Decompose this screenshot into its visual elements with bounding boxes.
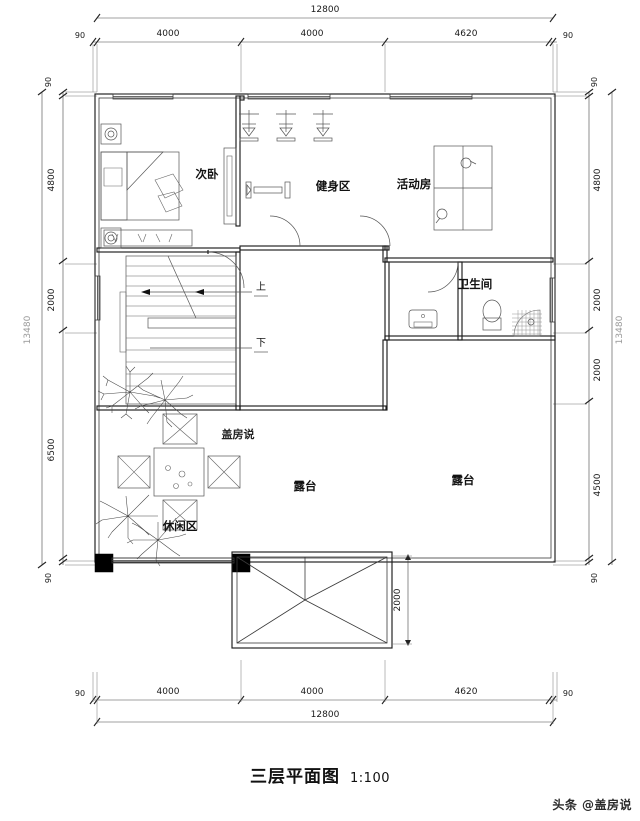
dim-bottom-seg-0: 90 [75, 689, 85, 698]
gym-equipment [239, 110, 333, 199]
column-left [94, 553, 114, 573]
top-dimension-chain: 12800 90 4000 4000 4620 90 [75, 5, 573, 92]
dim-left-seg-3: 6500 [47, 438, 57, 461]
canopy-roof: 2000 [231, 551, 412, 649]
room-label-gym: 健身区 [316, 179, 351, 193]
dim-top-total: 12800 [311, 5, 340, 15]
room-label-bedroom2: 次卧 [196, 167, 219, 181]
drawing-title: 三层平面图 [250, 767, 341, 787]
room-label-terrace2: 露台 [452, 473, 475, 487]
playroom-table [433, 145, 493, 231]
dim-top-seg-3: 4620 [455, 29, 478, 39]
terrace-rail [111, 557, 235, 564]
dim-top-seg-1: 4000 [157, 29, 180, 39]
room-label-playroom: 活动房 [397, 177, 432, 191]
dim-left-seg-1: 4800 [47, 168, 57, 191]
dim-right-seg-3: 2000 [593, 358, 603, 381]
dim-right-total: 13480 [615, 315, 625, 344]
window-right-wall [549, 277, 556, 323]
windows-top-wall [112, 93, 473, 100]
bathroom-fixtures [408, 299, 542, 337]
drawing-scale: 1:100 [350, 771, 390, 786]
dim-left-total: 13480 [23, 315, 33, 344]
dim-bottom-seg-1: 4000 [157, 687, 180, 697]
terrace-columns [94, 553, 251, 573]
terrace-plants [95, 365, 194, 567]
room-labels: 次卧 健身区 活动房 卫生间 休闲区 露台 露台 [162, 167, 493, 533]
dim-bottom-total: 12800 [311, 710, 340, 720]
stair-up-label: 上 [256, 281, 266, 293]
room-label-lounge: 休闲区 [162, 519, 198, 533]
room-label-bathroom: 卫生间 [458, 277, 493, 291]
dim-left-seg-4: 90 [44, 573, 53, 583]
lounge-furniture [117, 413, 241, 531]
center-watermark: 盖房说 [222, 427, 255, 441]
bottom-dimension-chain: 90 4000 4000 4620 90 12800 [75, 660, 573, 727]
dim-right-seg-1: 4800 [593, 168, 603, 191]
interior-walls [96, 95, 556, 411]
dim-canopy-depth: 2000 [393, 588, 403, 611]
dim-top-seg-4: 90 [563, 31, 573, 40]
dim-bottom-seg-2: 4000 [301, 687, 324, 697]
dim-bottom-seg-3: 4620 [455, 687, 478, 697]
dim-left-seg-0: 90 [44, 77, 53, 87]
dim-top-seg-2: 4000 [301, 29, 324, 39]
dim-right-seg-4: 4500 [593, 473, 603, 496]
right-dimension-chain: 90 4800 2000 2000 4500 90 13480 [553, 77, 625, 583]
title-block: 三层平面图 1:100 [0, 762, 640, 802]
dim-top-seg-0: 90 [75, 31, 85, 40]
dim-left-seg-2: 2000 [47, 288, 57, 311]
window-left-wall [94, 275, 101, 321]
stairs: 上 下 [119, 255, 268, 405]
stair-down-label: 下 [256, 338, 266, 349]
dim-right-seg-2: 2000 [593, 288, 603, 311]
room-label-terrace1: 露台 [294, 479, 317, 493]
doors [207, 215, 459, 293]
bedroom-furniture [100, 123, 237, 249]
dim-right-seg-0: 90 [590, 77, 599, 87]
dim-bottom-seg-4: 90 [563, 689, 573, 698]
left-dimension-chain: 13480 90 4800 2000 6500 90 [23, 77, 97, 583]
corner-watermark: 头条 @盖房说 [552, 798, 632, 812]
dim-right-seg-5: 90 [590, 573, 599, 583]
